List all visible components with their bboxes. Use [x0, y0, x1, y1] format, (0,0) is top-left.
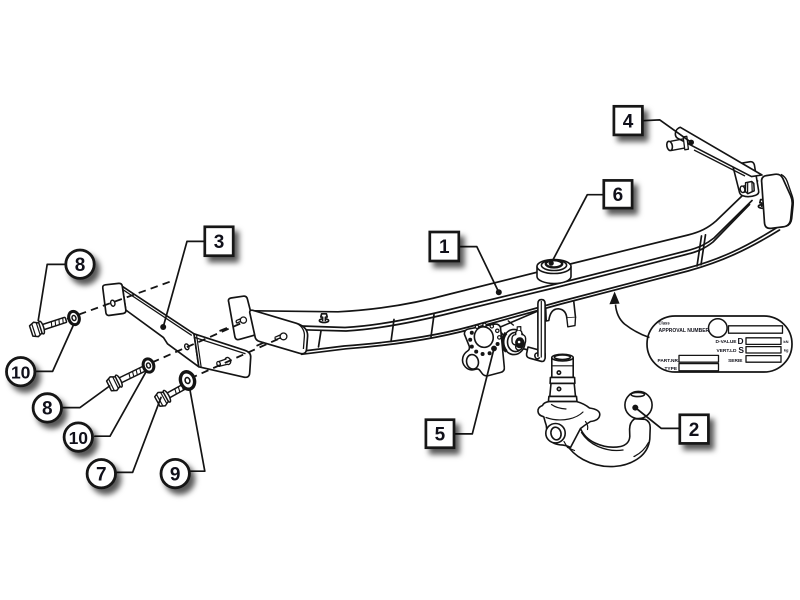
svg-text:4: 4 [623, 111, 634, 132]
svg-text:D: D [737, 336, 743, 346]
svg-text:3: 3 [214, 232, 225, 253]
svg-text:5: 5 [435, 424, 446, 445]
svg-text:8: 8 [75, 255, 86, 276]
svg-text:Class: Class [659, 321, 671, 326]
svg-text:S: S [738, 345, 744, 355]
svg-text:VERT.LD: VERT.LD [717, 348, 738, 354]
svg-text:PART.NR.: PART.NR. [658, 358, 680, 364]
svg-text:1: 1 [439, 237, 450, 258]
svg-text:D-VALUE: D-VALUE [716, 339, 738, 345]
svg-text:TYPE: TYPE [665, 366, 678, 372]
svg-text:10: 10 [69, 428, 89, 448]
svg-text:6: 6 [613, 185, 624, 206]
svg-text:7: 7 [96, 465, 107, 486]
svg-text:kN: kN [783, 339, 788, 344]
svg-text:kg: kg [784, 348, 789, 353]
svg-text:8: 8 [42, 399, 53, 420]
svg-text:SERIE: SERIE [728, 358, 743, 364]
svg-text:APPROVAL NUMBER: APPROVAL NUMBER [659, 328, 710, 334]
svg-text:9: 9 [170, 464, 181, 485]
svg-text:2: 2 [689, 420, 700, 441]
svg-text:10: 10 [11, 362, 31, 382]
